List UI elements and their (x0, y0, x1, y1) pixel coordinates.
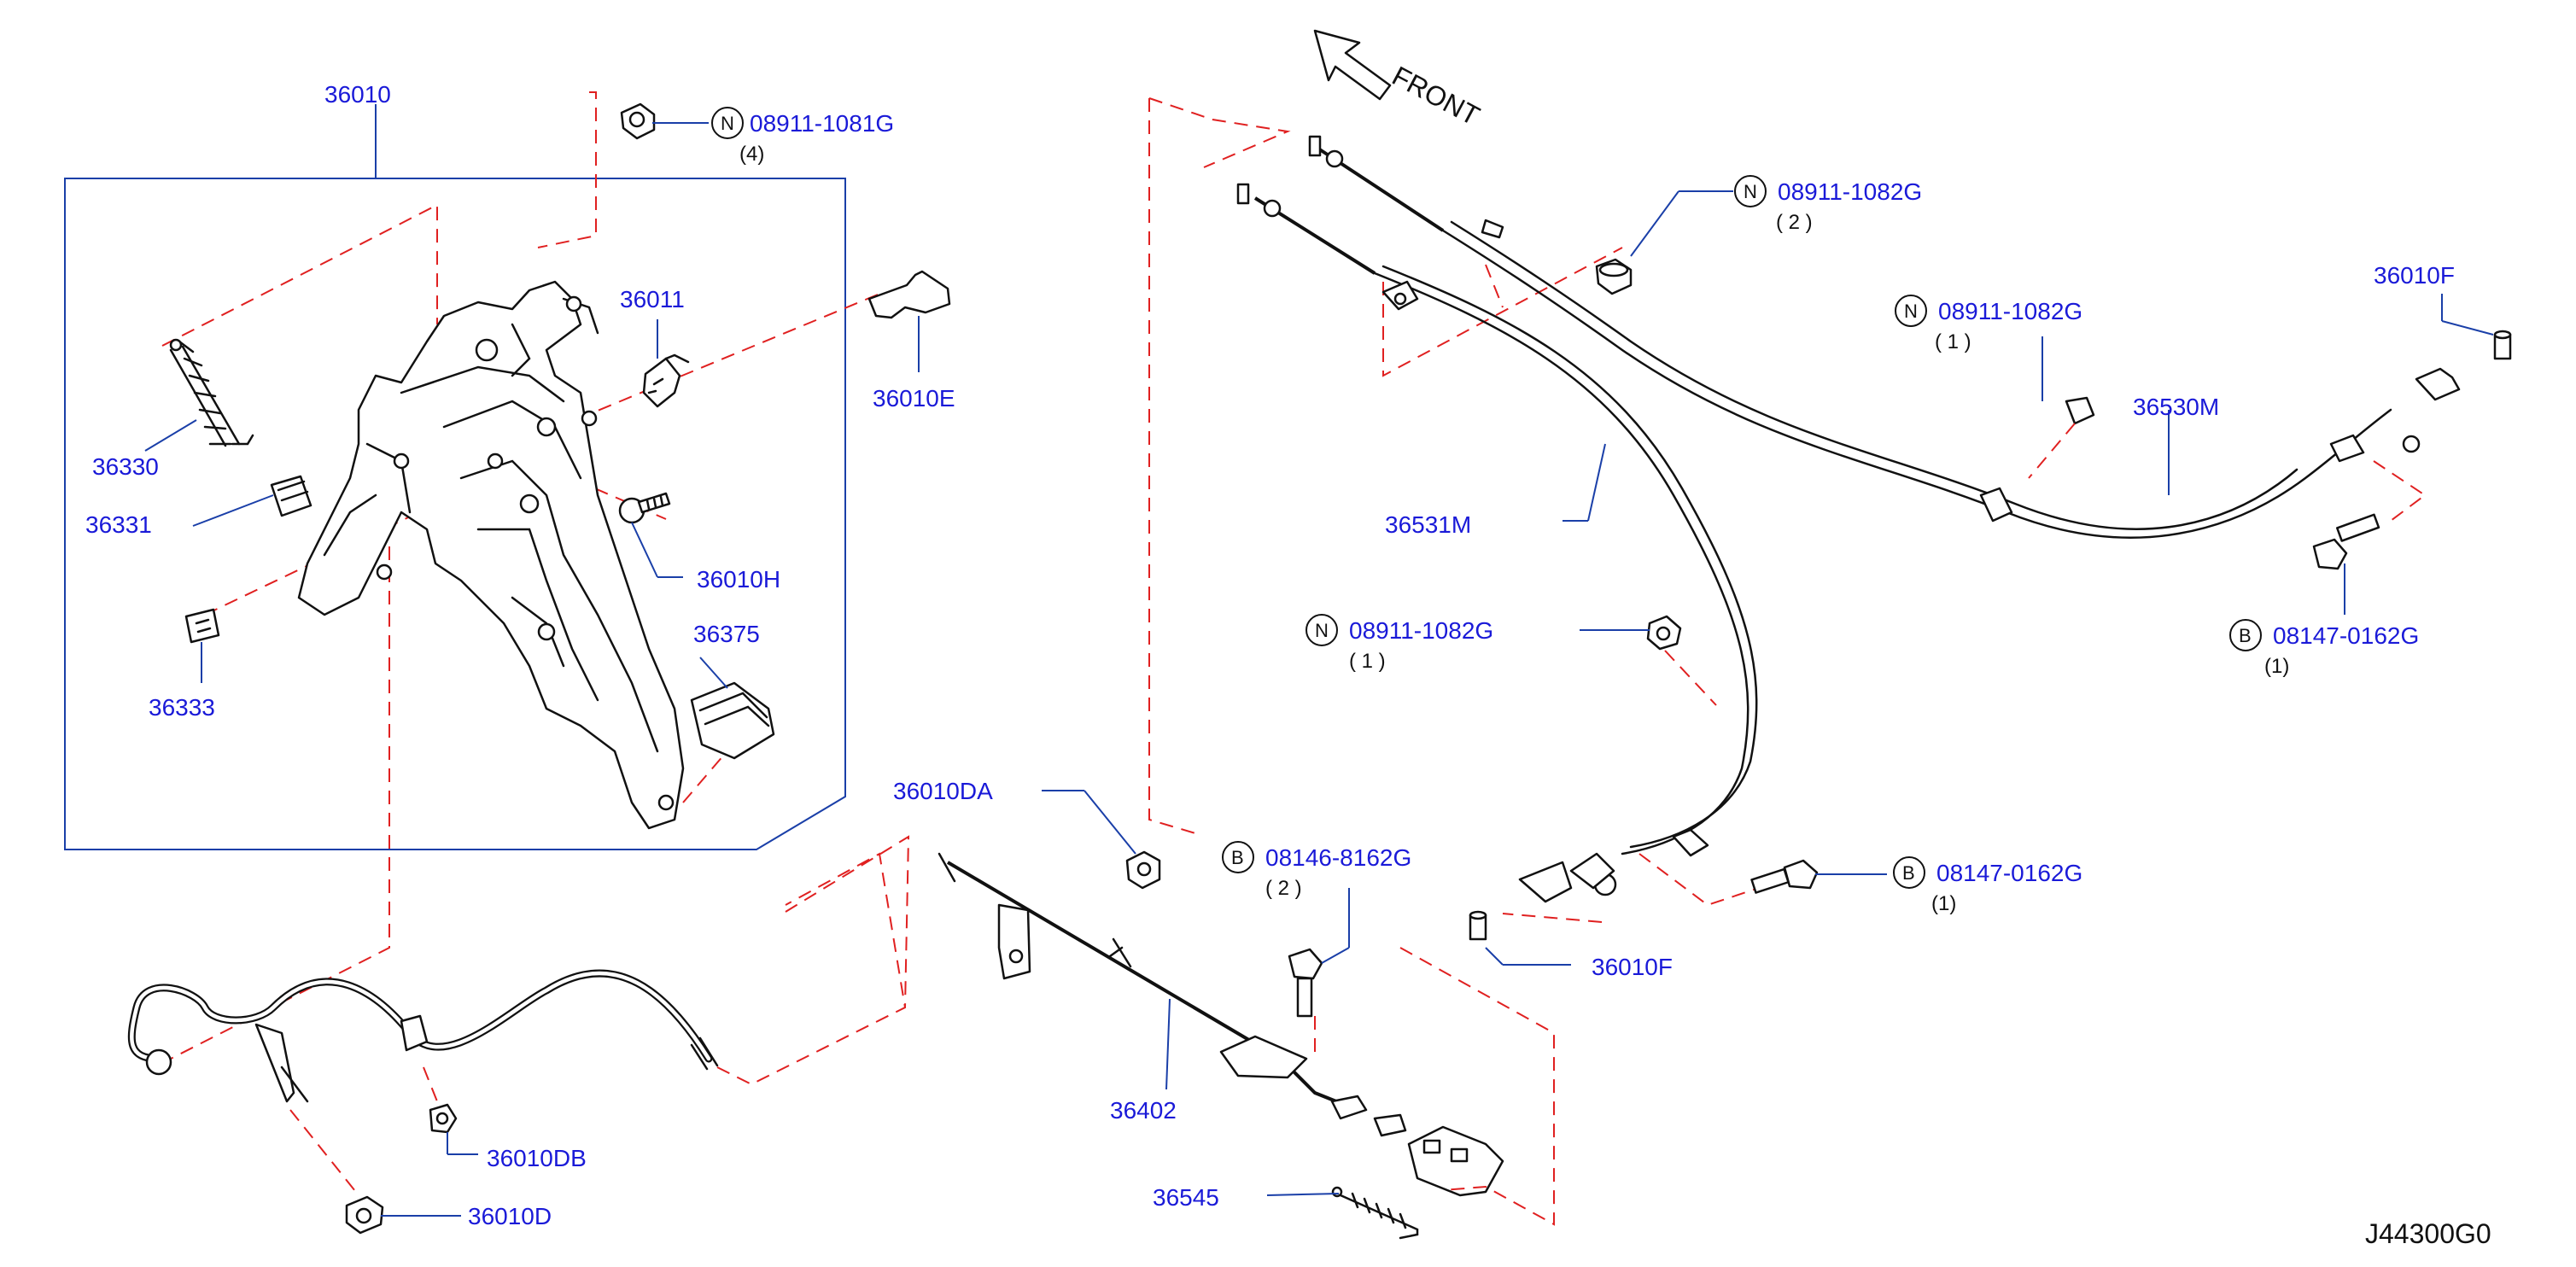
label-36531m: 36531M (1385, 511, 1471, 538)
label-36545: 36545 (1153, 1184, 1219, 1211)
pedal-pad-drawing (690, 681, 775, 760)
part-08911-1082g-c: 08911-1082G (1349, 617, 1493, 644)
label-36330: 36330 (92, 453, 159, 480)
front-direction-arrow (1313, 29, 1392, 101)
callout-nut-top: N 08911-1081G (4) (711, 107, 894, 166)
label-36010d: 36010D (468, 1203, 552, 1229)
callout-nut-a: N 08911-1082G ( 2 ) (1734, 175, 1922, 234)
label-36375: 36375 (693, 621, 760, 647)
qty-nut-b: ( 1 ) (1935, 330, 1971, 353)
nut-b-drawing (2065, 396, 2095, 425)
pin-36010f-bottom-drawing (1469, 910, 1487, 941)
nut-08911-1081g-drawing (620, 102, 656, 140)
badge-n-top: N (721, 113, 734, 134)
pedal-assembly-box (64, 178, 846, 850)
pedal-bracket-drawing (297, 280, 685, 830)
bracket-36010e-drawing (867, 270, 951, 319)
part-08147-0162g-right: 08147-0162G (2273, 622, 2419, 649)
label-36333: 36333 (149, 694, 215, 721)
label-36010f-top: 36010F (2374, 262, 2455, 289)
nut-36010d-drawing (345, 1195, 384, 1235)
label-36402: 36402 (1110, 1097, 1177, 1124)
center-cable-drawing (938, 852, 1504, 1197)
bolt-08146-8162g-drawing (1288, 948, 1323, 1018)
label-36010e: 36010E (873, 385, 955, 412)
label-36010db: 36010DB (487, 1145, 587, 1171)
label-36010: 36010 (324, 81, 391, 108)
qty-nut-top: (4) (739, 143, 764, 166)
badge-n-b: N (1904, 301, 1918, 322)
part-08146-8162g: 08146-8162G (1265, 844, 1411, 871)
callout-bolt-center: B 08146-8162G ( 2 ) (1222, 841, 1411, 900)
front-cable-drawing (127, 969, 719, 1103)
stopper-drawing (184, 608, 220, 644)
badge-b-mid: B (1902, 862, 1915, 884)
badge-n-a: N (1744, 181, 1757, 202)
nut-c-drawing (1646, 615, 1682, 651)
nut-36010da-drawing (1125, 850, 1161, 890)
clip-drawing (270, 475, 313, 517)
label-36530m: 36530M (2133, 394, 2219, 420)
label-36010f-bottom: 36010F (1592, 954, 1673, 980)
bolt-mid-drawing (1750, 859, 1819, 894)
qty-bolt-center: ( 2 ) (1265, 877, 1302, 900)
diagram-id: J44300G0 (2365, 1218, 2491, 1249)
label-36010da: 36010DA (893, 778, 993, 804)
label-36331: 36331 (85, 511, 152, 538)
badge-b-center: B (1231, 847, 1244, 868)
badge-b-right: B (2239, 625, 2252, 646)
part-08911-1082g-a: 08911-1082G (1778, 178, 1922, 205)
label-36011: 36011 (620, 286, 685, 312)
spring-36545-drawing (1331, 1186, 1419, 1240)
bolt-right-drawing (2312, 513, 2380, 570)
callout-bolt-right: B 08147-0162G (1) (2229, 619, 2419, 678)
qty-nut-c: ( 1 ) (1349, 650, 1386, 673)
return-spring-drawing (169, 338, 254, 447)
nut-a-drawing (1595, 258, 1633, 295)
callout-nut-b: N 08911-1082G ( 1 ) (1895, 295, 2082, 353)
callout-bolt-mid: B 08147-0162G (1) (1893, 856, 2082, 915)
badge-n-c: N (1315, 620, 1329, 641)
part-08147-0162g-mid: 08147-0162G (1936, 860, 2082, 886)
part-08911-1082g-b: 08911-1082G (1938, 298, 2082, 324)
qty-nut-a: ( 2 ) (1776, 211, 1813, 234)
bolt-36010h-drawing (618, 492, 671, 524)
label-36010h: 36010H (697, 566, 780, 593)
part-08911-1081g: 08911-1081G (750, 110, 894, 137)
qty-bolt-mid: (1) (1931, 892, 1956, 915)
front-label: FRONT (1387, 60, 1485, 131)
rear-cables-drawing (1236, 135, 2461, 903)
clip-36010db-drawing (429, 1103, 458, 1134)
qty-bolt-right: (1) (2264, 655, 2289, 678)
switch-drawing (642, 353, 690, 408)
pin-36010f-top-drawing (2493, 330, 2512, 360)
callout-nut-c: N 08911-1082G ( 1 ) (1306, 614, 1493, 673)
